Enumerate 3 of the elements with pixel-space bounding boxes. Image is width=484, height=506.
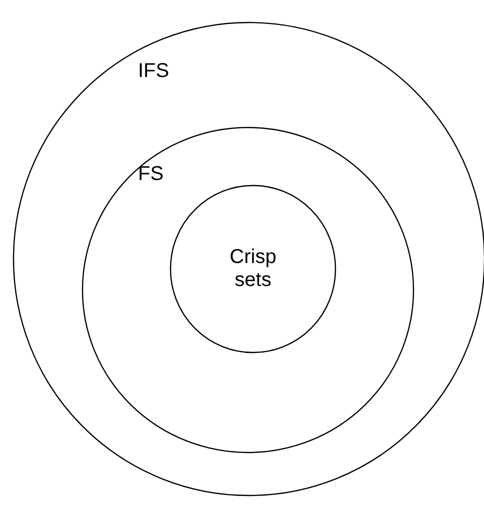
set-label: IFS [138,60,170,83]
set-label: FS [138,163,164,186]
set-label: Crisp sets [228,246,278,292]
